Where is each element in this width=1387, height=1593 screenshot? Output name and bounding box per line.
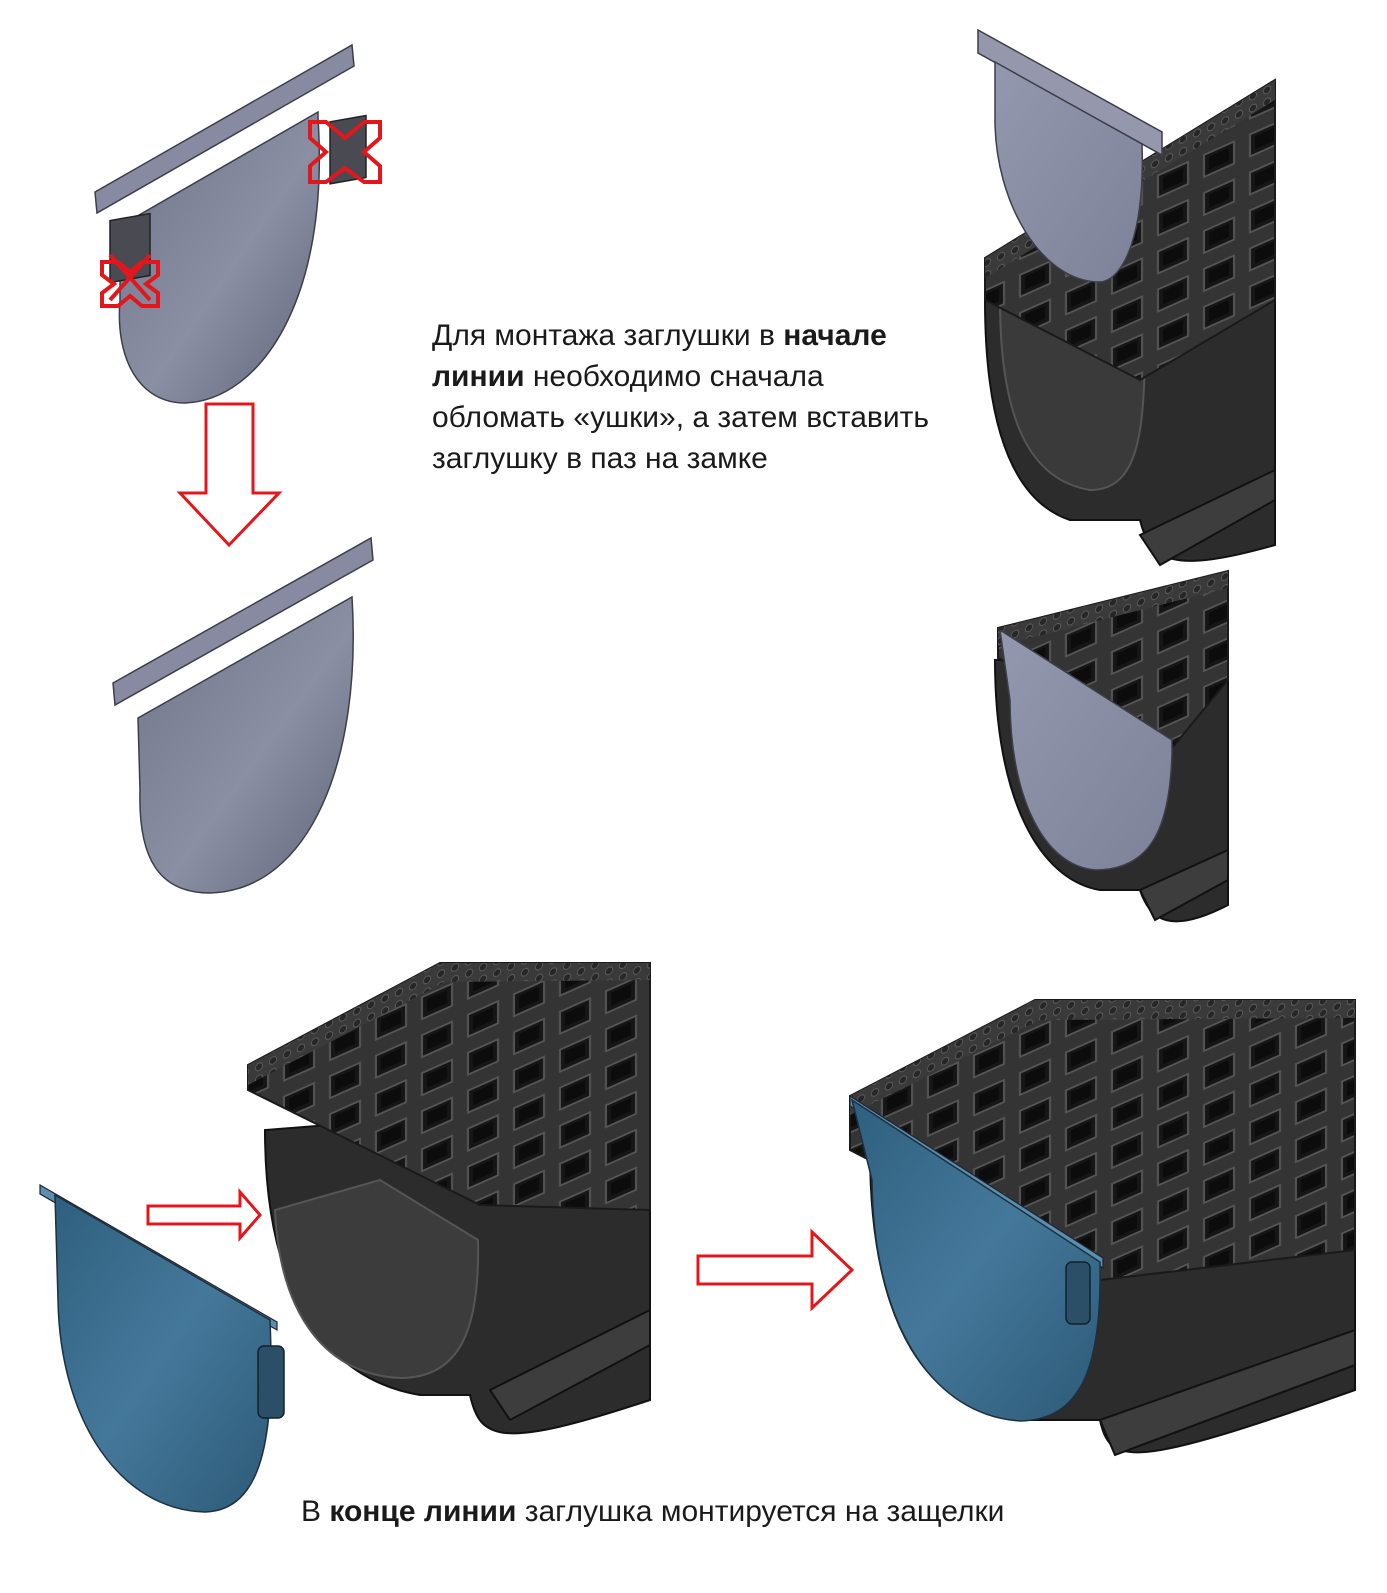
down-arrow-icon <box>176 402 283 548</box>
caption-text: заглушка монтируется на защелки <box>516 1495 1005 1528</box>
start-of-line-caption: Для монтажа заглушки в начале линии необ… <box>432 315 932 479</box>
cross-mark-icon <box>308 120 382 184</box>
caption-text: Для монтажа заглушки в <box>432 319 784 352</box>
caption-bold-text: начале линии <box>432 319 887 393</box>
channel-bottom-right <box>849 999 1356 1457</box>
end-cap-blue-detached <box>39 1183 285 1513</box>
end-cap-with-ears <box>94 43 367 404</box>
right-arrow-icon <box>146 1187 262 1243</box>
channel-top-right <box>977 28 1276 567</box>
channel-bottom-left <box>247 962 651 1435</box>
caption-text: В <box>301 1495 330 1528</box>
caption-text: необходимо сначала обломать «ушки», а за… <box>432 360 929 475</box>
channel-middle-right <box>993 569 1229 923</box>
right-arrow-icon <box>696 1228 855 1312</box>
cross-mark-icon <box>100 253 160 308</box>
end-cap-without-ears <box>112 536 374 894</box>
end-of-line-caption: В конце линии заглушка монтируется на за… <box>301 1491 1081 1532</box>
caption-bold-text: конце линии <box>329 1495 517 1528</box>
